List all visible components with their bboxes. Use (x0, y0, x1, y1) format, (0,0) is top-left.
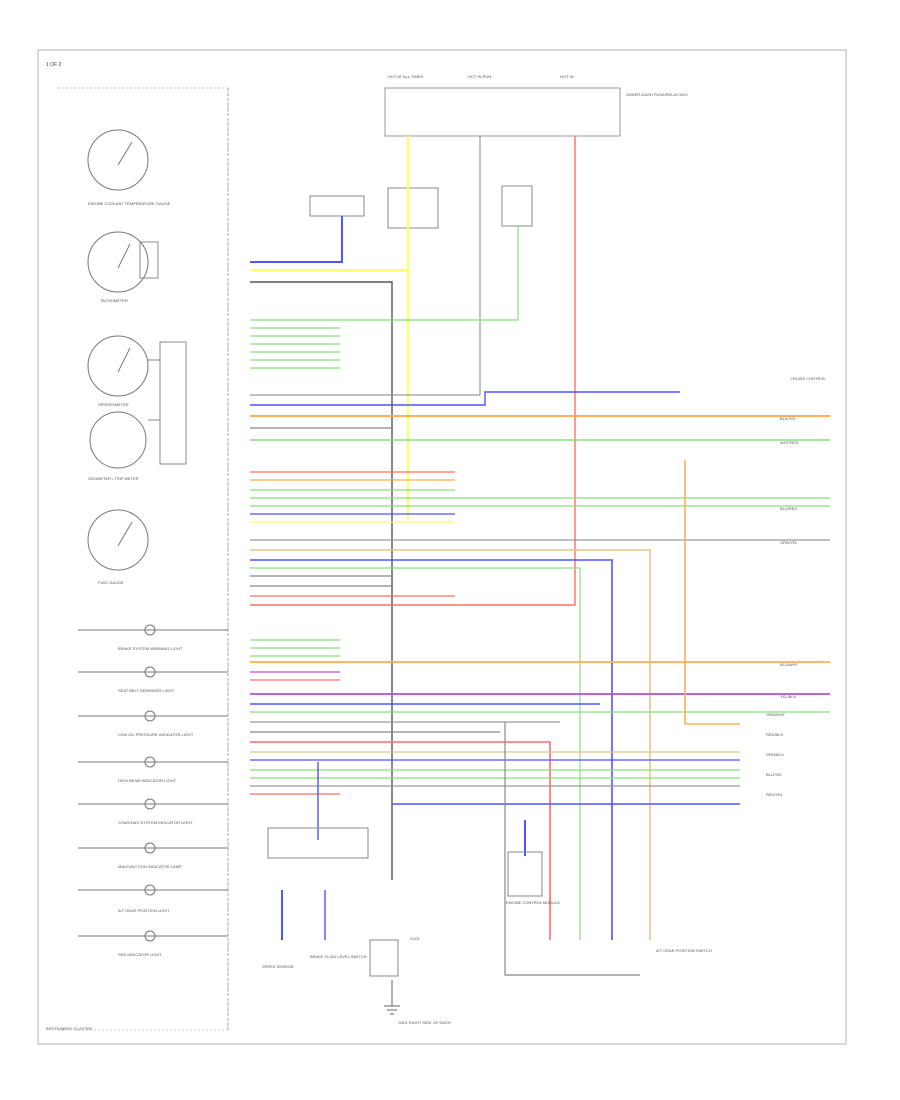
ground-box (369, 939, 399, 977)
page-title: 1 OF 2 (46, 62, 62, 68)
tach-driver-box (139, 241, 159, 279)
lamp-label-5: MALFUNCTION INDICATOR LAMP (118, 864, 182, 869)
svg-text:RED/BLK: RED/BLK (766, 732, 783, 737)
lamp-rows (78, 624, 228, 942)
svg-text:BLU/RED: BLU/RED (780, 506, 797, 511)
gauge-control-unit (159, 341, 187, 465)
fuse-hot-all-times: HOT AT ALL TIMES (388, 74, 423, 79)
svg-text:BLK/YEL: BLK/YEL (780, 416, 797, 421)
lamp-label-3: HIGH BEAM INDICATOR LIGHT (118, 778, 177, 783)
wires (250, 136, 830, 976)
svg-text:WHT/RED: WHT/RED (780, 440, 799, 445)
gear-position-switch: A/T GEAR POSITION SWITCH (656, 948, 712, 953)
ground-g101: G101 (410, 936, 421, 941)
coolant-temp-gauge: ENGINE COOLANT TEMPERATURE GAUGE (87, 129, 171, 206)
svg-text:SPEEDOMETER: SPEEDOMETER (98, 402, 129, 407)
connector-box-top (309, 195, 365, 217)
diagram-frame (37, 49, 847, 1045)
svg-text:RED/YEL: RED/YEL (766, 792, 784, 797)
relay-box-2 (501, 185, 533, 227)
fuse-box-label: UNDER-DASH FUSE/RELAY BOX (626, 92, 688, 97)
svg-text:ENGINE COOLANT TEMPERATURE GAU: ENGINE COOLANT TEMPERATURE GAUGE (88, 201, 171, 206)
lamp-label-2: LOW OIL PRESSURE INDICATOR LIGHT (118, 732, 194, 737)
svg-text:CRUISE CONTROL: CRUISE CONTROL (790, 376, 827, 381)
svg-text:YEL/BLK: YEL/BLK (780, 694, 797, 699)
fuel-gauge: FUEL GAUGE (87, 509, 149, 585)
fuse-box (384, 87, 621, 137)
relay-box-1 (387, 187, 439, 229)
svg-text:TACHOMETER: TACHOMETER (100, 298, 128, 303)
ecm: ENGINE CONTROL MODULE (506, 900, 560, 905)
svg-text:BLU/YEL: BLU/YEL (766, 772, 783, 777)
right-destinations: CRUISE CONTROL BLK/YEL WHT/RED BLU/RED G… (766, 376, 827, 797)
svg-text:GRN/WHT: GRN/WHT (766, 712, 786, 717)
fuse-hot-in-run: HOT IN RUN (468, 74, 491, 79)
svg-text:ODOMETER / TRIP METER: ODOMETER / TRIP METER (88, 476, 139, 481)
svg-text:GRN/YEL: GRN/YEL (780, 540, 798, 545)
lamp-label-1: SEAT BELT REMINDER LIGHT (118, 688, 175, 693)
speed-sensor: SPEED SENSOR (262, 964, 294, 969)
footer-left: INSTRUMENT CLUSTER (46, 1026, 92, 1031)
svg-text:FUEL GAUGE: FUEL GAUGE (98, 580, 124, 585)
svg-text:GRN/BLU: GRN/BLU (766, 752, 784, 757)
brake-fluid-switch: BRAKE FLUID LEVEL SWITCH (310, 954, 367, 959)
bottom-connector-box (267, 827, 369, 859)
lamp-label-0: BRAKE SYSTEM WARNING LIGHT (118, 646, 183, 651)
fuse-hot-in: HOT IN (560, 74, 574, 79)
lamp-label-7: SRS INDICATOR LIGHT (118, 952, 162, 957)
ground-label: G401 RIGHT SIDE OF DASH (398, 1020, 451, 1025)
lamp-label-4: CHARGING SYSTEM INDICATOR LIGHT (118, 820, 193, 825)
lamp-label-6: A/T GEAR POSITION LIGHT (118, 908, 170, 913)
ground-symbol (384, 980, 400, 1015)
speedometer-gauge: SPEEDOMETER (87, 335, 149, 407)
svg-text:BLU/WHT: BLU/WHT (780, 662, 799, 667)
odometer-gauge: ODOMETER / TRIP METER (88, 411, 147, 481)
tachometer-gauge: TACHOMETER (87, 231, 149, 303)
ecm-box (507, 851, 543, 897)
cluster-outline (58, 87, 229, 1031)
